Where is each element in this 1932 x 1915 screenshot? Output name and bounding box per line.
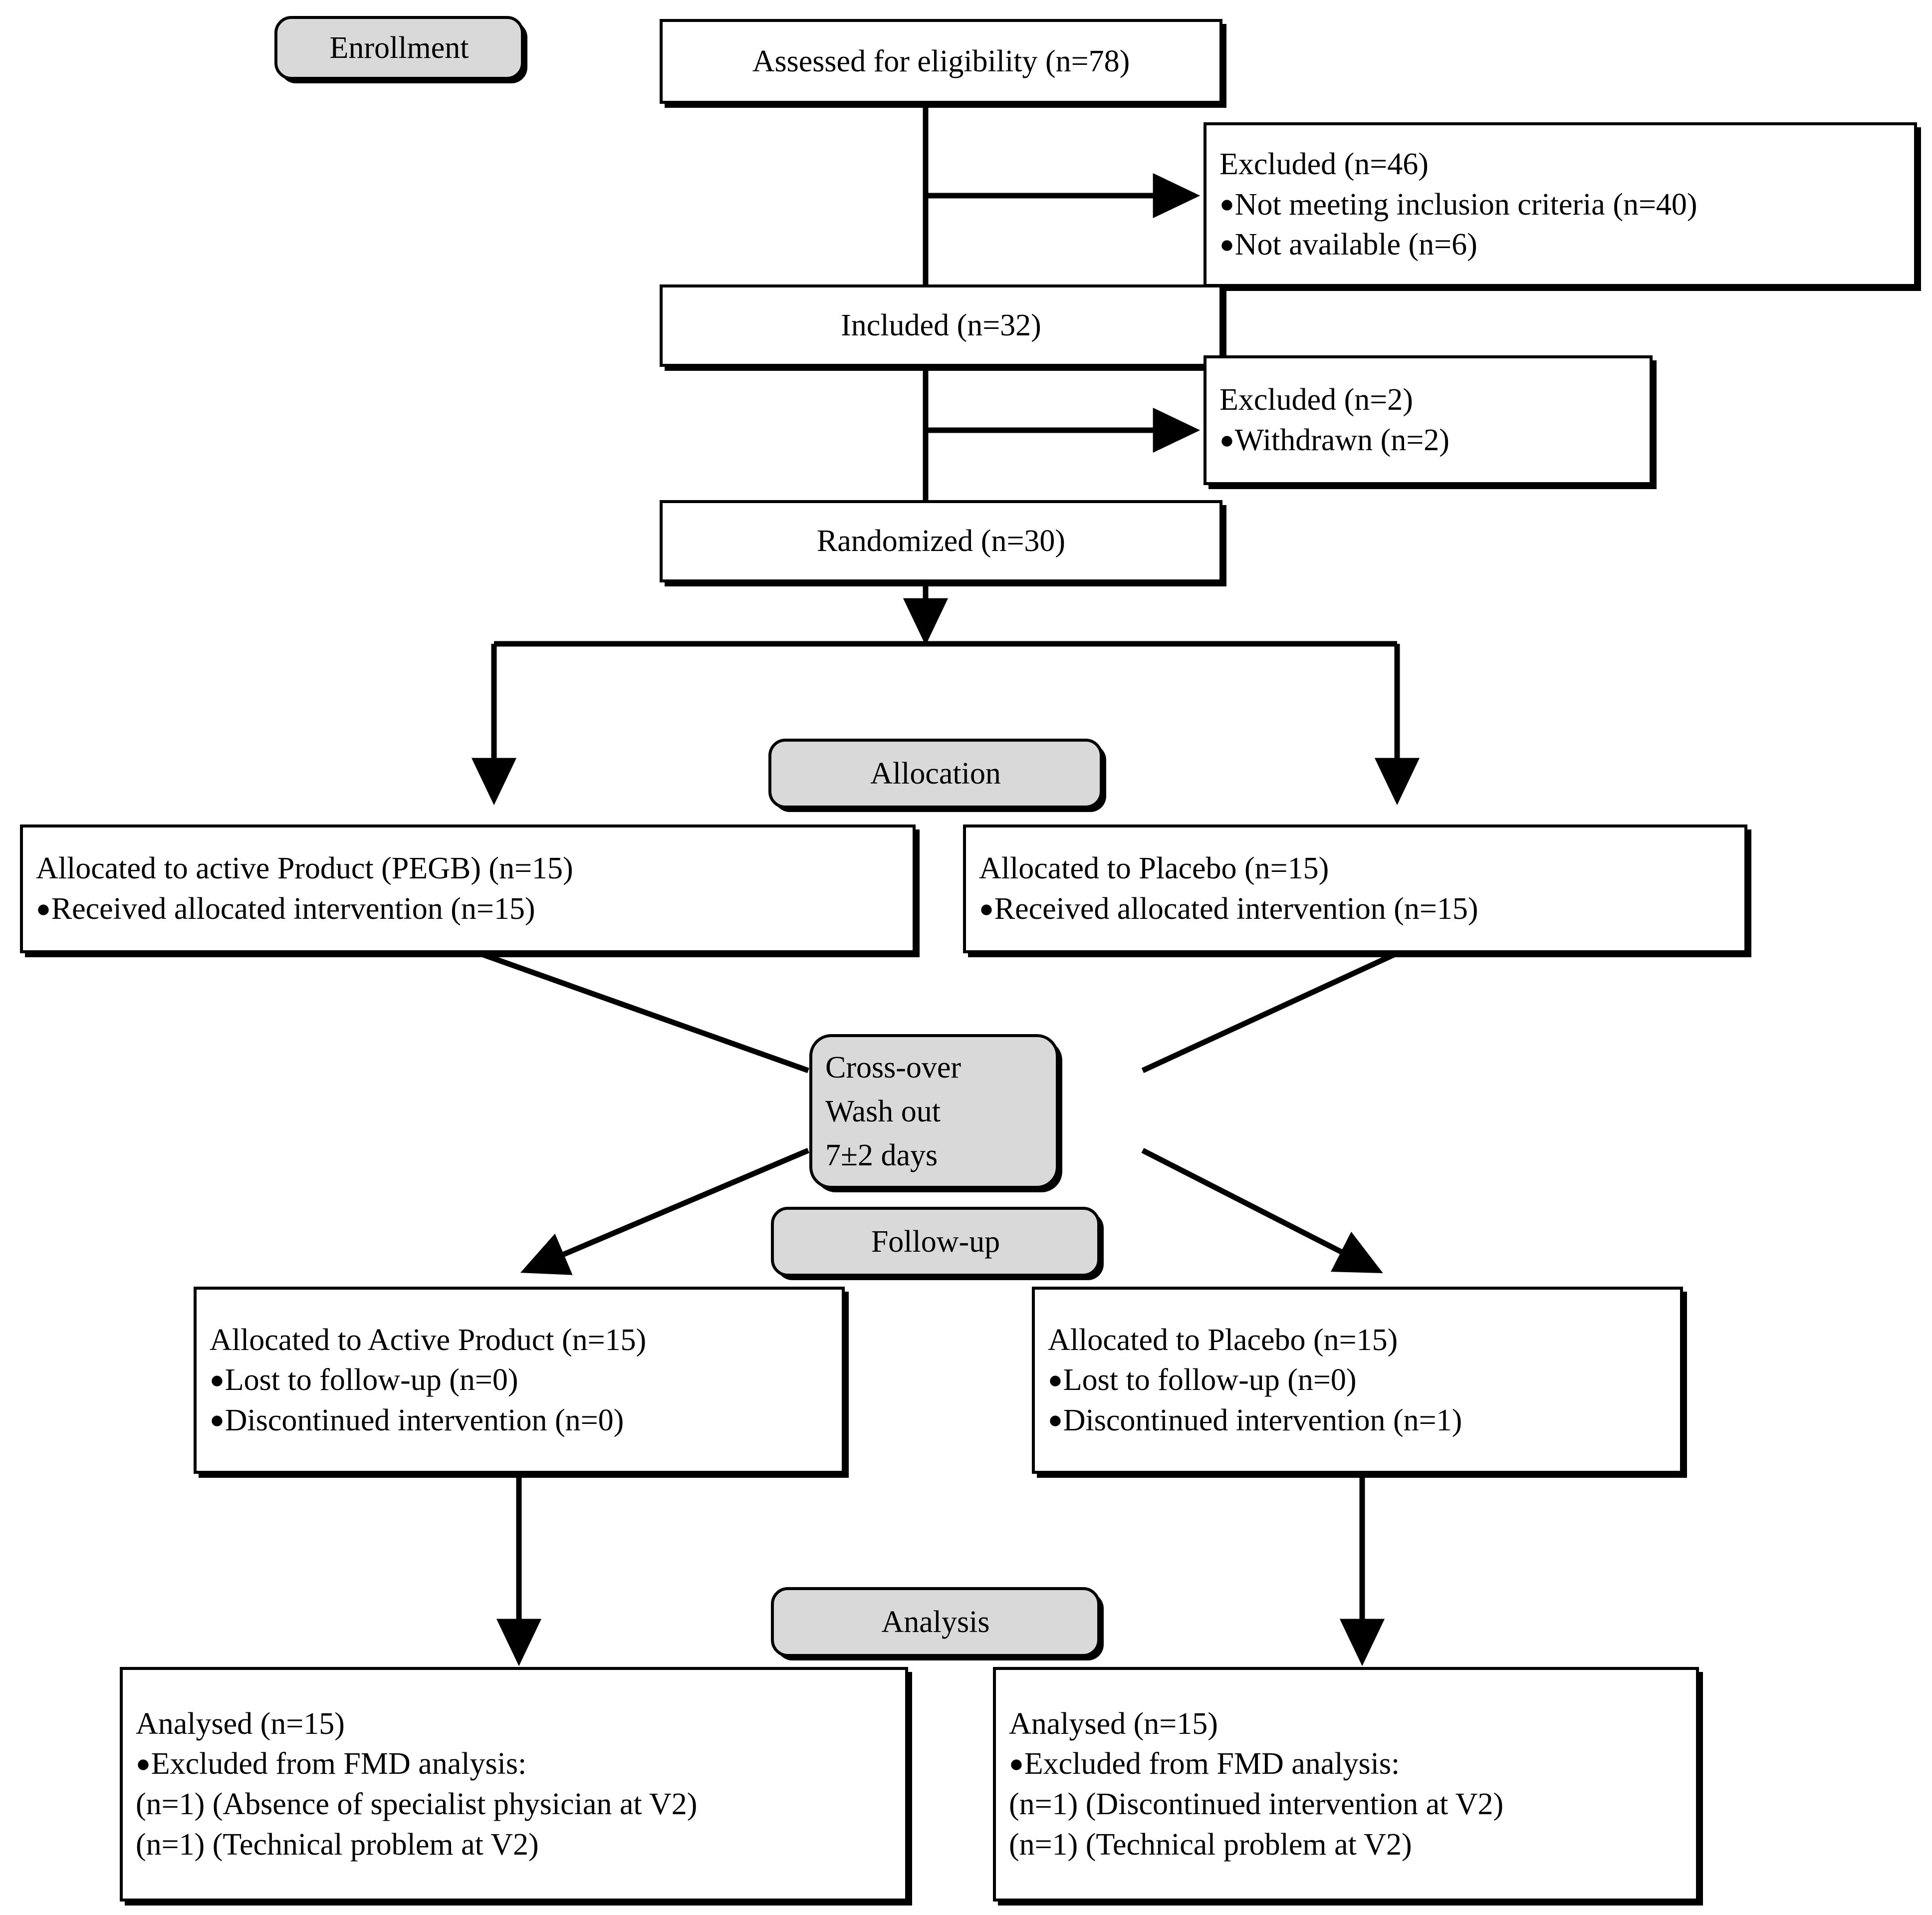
bullet-dot-icon: ● xyxy=(210,1406,225,1434)
bullet-dot-icon: ● xyxy=(1048,1366,1063,1393)
node-assessed-for-eligibility: Assessed for eligibility (n=78) xyxy=(660,19,1222,104)
bullet-dot-icon: ● xyxy=(1219,426,1234,454)
crossover-line-2: Wash out xyxy=(825,1094,941,1128)
bullet-dot-icon: ● xyxy=(210,1366,225,1393)
node-excluded-second-heading: Excluded (n=2) xyxy=(1219,383,1413,417)
bullet-dot-icon: ● xyxy=(1219,190,1234,218)
node-followup-placebo-bullet-0: ●Lost to follow-up (n=0) xyxy=(1048,1360,1667,1400)
stage-label-followup-text: Follow-up xyxy=(871,1224,1000,1259)
node-followup-placebo: Allocated to Placebo (n=15) ●Lost to fol… xyxy=(1032,1287,1683,1474)
node-included: Included (n=32) xyxy=(660,284,1222,367)
node-excluded-first-bullet-0-text: Not meeting inclusion criteria (n=40) xyxy=(1234,187,1697,222)
node-allocated-active-bullet-0: ●Received allocated intervention (n=15) xyxy=(36,889,900,929)
node-allocated-placebo: Allocated to Placebo (n=15) ●Received al… xyxy=(963,824,1747,953)
node-analysed-active-extra-0: (n=1) (Absence of specialist physician a… xyxy=(136,1787,698,1821)
node-excluded-first-bullet-1: ●Not available (n=6) xyxy=(1219,225,1901,265)
connector-placebo-to-crossover xyxy=(1141,951,1399,1073)
node-followup-active-bullet-1-text: Discontinued intervention (n=0) xyxy=(225,1403,624,1437)
node-allocated-active-product: Allocated to active Product (PEGB) (n=15… xyxy=(20,824,916,953)
stage-label-analysis-text: Analysis xyxy=(881,1605,990,1639)
node-analysed-active-bullet-0: ●Excluded from FMD analysis: xyxy=(136,1744,892,1784)
node-followup-active-heading: Allocated to Active Product (n=15) xyxy=(210,1323,647,1357)
node-included-text: Included (n=32) xyxy=(841,308,1041,343)
node-randomized-text: Randomized (n=30) xyxy=(816,524,1066,558)
node-analysed-placebo: Analysed (n=15) ●Excluded from FMD analy… xyxy=(993,1667,1699,1902)
bullet-dot-icon: ● xyxy=(1219,230,1234,258)
connector-crossover-to-followup-active xyxy=(520,1147,810,1275)
node-analysed-active-extra-1: (n=1) (Technical problem at V2) xyxy=(136,1827,539,1862)
bullet-dot-icon: ● xyxy=(36,894,51,922)
node-analysed-active-bullet-0-text: Excluded from FMD analysis: xyxy=(151,1747,527,1781)
node-followup-placebo-bullet-1: ●Discontinued intervention (n=1) xyxy=(1048,1400,1667,1441)
stage-label-enrollment-text: Enrollment xyxy=(329,30,469,65)
stage-label-followup: Follow-up xyxy=(771,1207,1100,1277)
node-excluded-second: Excluded (n=2) ●Withdrawn (n=2) xyxy=(1204,355,1653,485)
bullet-dot-icon: ● xyxy=(1048,1406,1063,1434)
connector-active-to-crossover xyxy=(478,950,809,1074)
node-analysed-placebo-bullet-0: ●Excluded from FMD analysis: xyxy=(1009,1744,1683,1784)
node-analysed-placebo-heading: Analysed (n=15) xyxy=(1009,1706,1218,1741)
node-allocated-placebo-heading: Allocated to Placebo (n=15) xyxy=(979,851,1329,886)
stage-label-allocation: Allocation xyxy=(768,739,1103,809)
bullet-dot-icon: ● xyxy=(979,894,994,922)
node-excluded-first-heading: Excluded (n=46) xyxy=(1219,147,1429,182)
node-excluded-second-bullet-0: ●Withdrawn (n=2) xyxy=(1219,420,1637,461)
node-followup-active-product: Allocated to Active Product (n=15) ●Lost… xyxy=(194,1287,845,1474)
node-followup-active-bullet-0-text: Lost to follow-up (n=0) xyxy=(225,1363,518,1397)
crossover-washout-node: Cross-over Wash out 7±2 days xyxy=(809,1034,1059,1189)
crossover-line-1: Cross-over xyxy=(825,1050,962,1085)
node-analysed-placebo-extra-0: (n=1) (Discontinued intervention at V2) xyxy=(1009,1787,1504,1821)
node-excluded-first-bullet-1-text: Not available (n=6) xyxy=(1234,228,1477,262)
node-excluded-first-bullet-0: ●Not meeting inclusion criteria (n=40) xyxy=(1219,185,1901,225)
node-analysed-active-product: Analysed (n=15) ●Excluded from FMD analy… xyxy=(120,1667,908,1902)
bullet-dot-icon: ● xyxy=(1009,1749,1024,1777)
node-excluded-second-bullet-0-text: Withdrawn (n=2) xyxy=(1234,423,1449,457)
node-analysed-placebo-bullet-0-text: Excluded from FMD analysis: xyxy=(1024,1747,1400,1781)
node-allocated-placebo-bullet-0: ●Received allocated intervention (n=15) xyxy=(979,889,1731,929)
node-analysed-active-heading: Analysed (n=15) xyxy=(136,1706,345,1741)
connector-crossover-to-followup-placebo xyxy=(1141,1148,1383,1274)
node-excluded-first: Excluded (n=46) ●Not meeting inclusion c… xyxy=(1204,122,1917,287)
stage-label-allocation-text: Allocation xyxy=(870,756,1001,791)
node-followup-placebo-heading: Allocated to Placebo (n=15) xyxy=(1048,1323,1398,1357)
node-randomized: Randomized (n=30) xyxy=(660,500,1222,582)
node-allocated-active-heading: Allocated to active Product (PEGB) (n=15… xyxy=(36,851,573,886)
stage-label-analysis: Analysis xyxy=(771,1587,1100,1657)
node-followup-active-bullet-0: ●Lost to follow-up (n=0) xyxy=(210,1360,829,1400)
node-assessed-text: Assessed for eligibility (n=78) xyxy=(752,44,1130,78)
bullet-dot-icon: ● xyxy=(136,1749,151,1777)
node-allocated-active-bullet-0-text: Received allocated intervention (n=15) xyxy=(51,892,535,926)
node-analysed-placebo-extra-1: (n=1) (Technical problem at V2) xyxy=(1009,1827,1412,1862)
stage-label-enrollment: Enrollment xyxy=(274,16,524,80)
crossover-line-3: 7±2 days xyxy=(825,1138,938,1173)
node-followup-active-bullet-1: ●Discontinued intervention (n=0) xyxy=(210,1400,829,1441)
node-allocated-placebo-bullet-0-text: Received allocated intervention (n=15) xyxy=(994,892,1478,926)
node-followup-placebo-bullet-1-text: Discontinued intervention (n=1) xyxy=(1063,1403,1462,1437)
node-followup-placebo-bullet-0-text: Lost to follow-up (n=0) xyxy=(1063,1363,1357,1397)
